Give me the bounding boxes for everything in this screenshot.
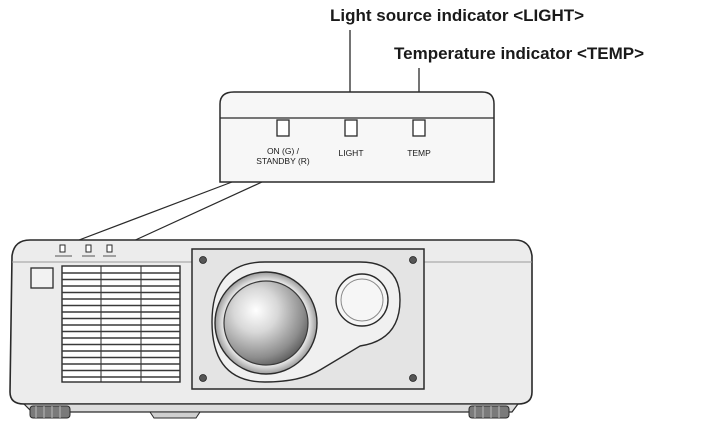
on-standby-label-line2: STANDBY (R) — [256, 156, 310, 166]
light-indicator — [344, 119, 358, 137]
screw-icon — [409, 374, 417, 382]
projector-body — [9, 239, 533, 413]
body-temp-indicator — [106, 244, 113, 253]
secondary-lens-ring — [335, 273, 389, 327]
adjustable-foot-icon — [29, 405, 71, 419]
screw-icon — [199, 256, 207, 264]
remote-sensor-icon — [30, 267, 54, 289]
light-source-indicator-callout: Light source indicator <LIGHT> — [330, 6, 585, 25]
center-foot — [149, 411, 201, 419]
light-label: LIGHT — [338, 148, 363, 158]
screw-icon — [199, 374, 207, 382]
temperature-indicator-callout: Temperature indicator <TEMP> — [394, 44, 645, 63]
screw-icon — [409, 256, 417, 264]
on-standby-indicator — [276, 119, 290, 137]
zoom-connector-right — [117, 181, 263, 249]
body-light-indicator — [85, 244, 92, 253]
vent-grille-icon — [61, 265, 181, 383]
body-on-indicator — [59, 244, 66, 253]
zoom-connector-left — [57, 181, 233, 249]
on-standby-label-line1: ON (G) / — [267, 146, 300, 156]
temp-label: TEMP — [407, 148, 431, 158]
projection-lens-icon — [214, 271, 318, 375]
adjustable-foot-icon — [468, 405, 510, 419]
indicator-panel-zoom: ON (G) / STANDBY (R) LIGHT TEMP — [219, 91, 495, 183]
temp-indicator — [412, 119, 426, 137]
